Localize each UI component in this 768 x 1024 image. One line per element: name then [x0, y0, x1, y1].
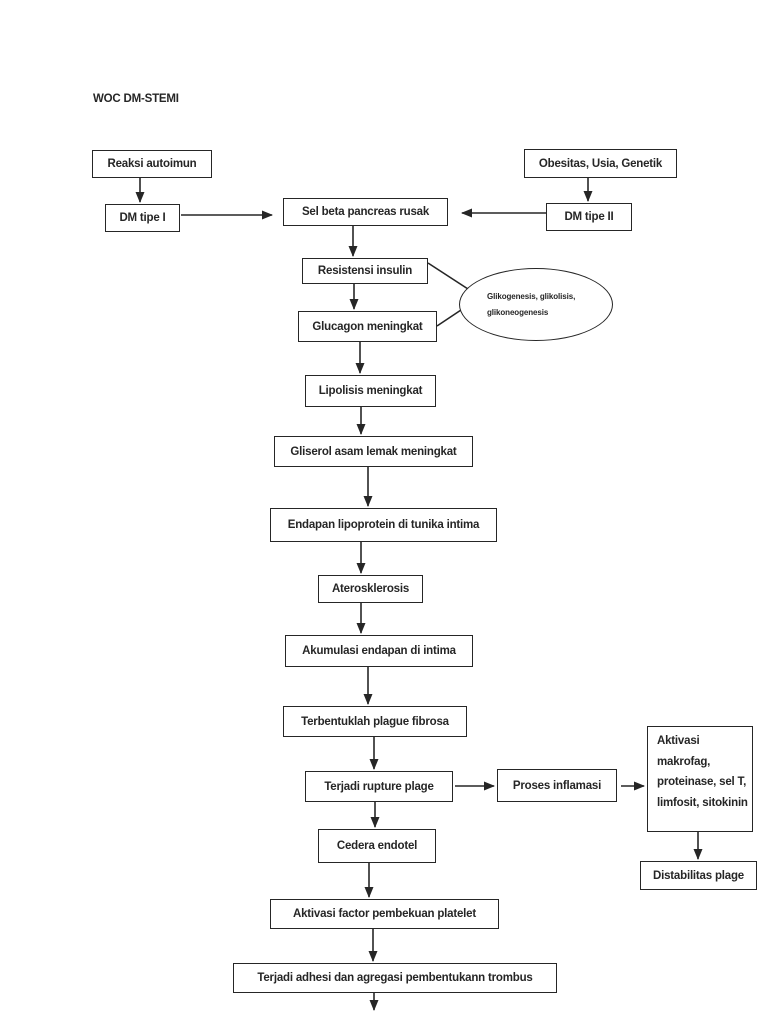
node-cedera-endotel: Cedera endotel — [318, 829, 436, 863]
page-title: WOC DM-STEMI — [93, 93, 179, 105]
node-aterosklerosis: Aterosklerosis — [318, 575, 423, 603]
node-gliserol-asam-lemak: Gliserol asam lemak meningkat — [274, 436, 473, 467]
node-proses-inflamasi: Proses inflamasi — [497, 769, 617, 802]
connector-resistensi-to-ellipse — [427, 262, 469, 290]
node-terjadi-adhesi-agregasi: Terjadi adhesi dan agregasi pembentukann… — [233, 963, 557, 993]
node-reaksi-autoimun: Reaksi autoimun — [92, 150, 212, 178]
node-resistensi-insulin: Resistensi insulin — [302, 258, 428, 284]
node-aktivasi-makrofag: Aktivasi makrofag, proteinase, sel T, li… — [647, 726, 753, 832]
node-akumulasi-endapan: Akumulasi endapan di intima — [285, 635, 473, 667]
node-sel-beta-pancreas-rusak: Sel beta pancreas rusak — [283, 198, 448, 226]
node-terbentuk-plague-fibrosa: Terbentuklah plague fibrosa — [283, 706, 467, 737]
node-glikogenesis-ellipse: Glikogenesis, glikolisis, glikoneogenesi… — [459, 268, 613, 341]
node-terjadi-rupture-plage: Terjadi rupture plage — [305, 771, 453, 802]
node-dm-tipe-1: DM tipe I — [105, 204, 180, 232]
node-obesitas-usia-genetik: Obesitas, Usia, Genetik — [524, 149, 677, 178]
node-endapan-lipoprotein: Endapan lipoprotein di tunika intima — [270, 508, 497, 542]
node-glucagon-meningkat: Glucagon meningkat — [298, 311, 437, 342]
node-distabilitas-plage: Distabilitas plage — [640, 861, 757, 890]
node-lipolisis-meningkat: Lipolisis meningkat — [305, 375, 436, 407]
node-dm-tipe-2: DM tipe II — [546, 203, 632, 231]
node-aktivasi-factor-pembekuan: Aktivasi factor pembekuan platelet — [270, 899, 499, 929]
